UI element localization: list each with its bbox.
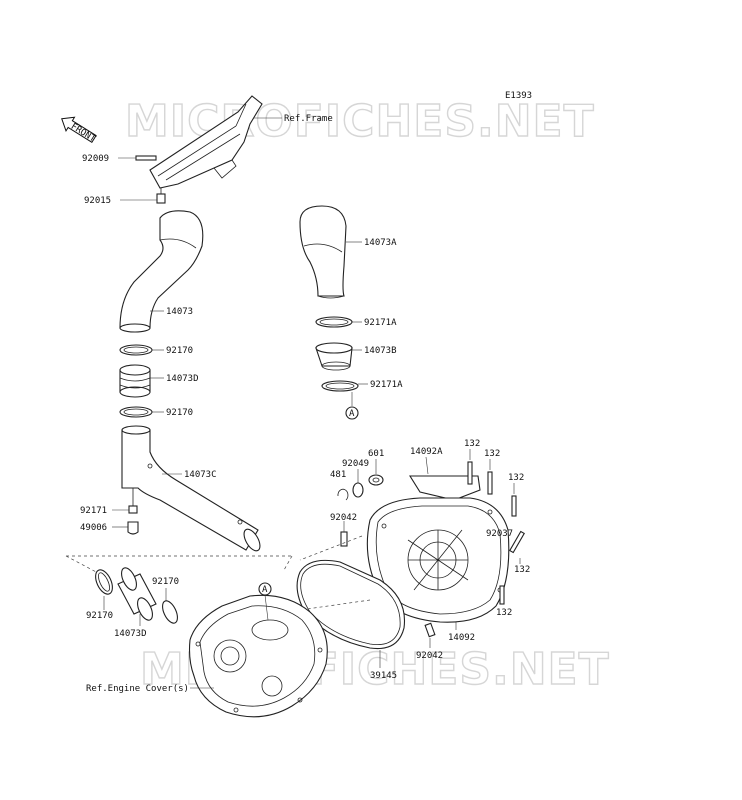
callout-a-lower-label: A <box>262 585 268 595</box>
duct-14073 <box>119 210 204 333</box>
bolt-132-e <box>499 585 505 605</box>
label-601: 601 <box>368 449 384 459</box>
clamp-92171A-upper <box>315 316 353 328</box>
bolt-132-a <box>467 461 473 485</box>
label-92171A-lower: 92171A <box>370 380 403 390</box>
callout-a-upper-label: A <box>349 409 355 419</box>
frame-bracket <box>149 95 263 189</box>
dowel-92042-lower <box>424 622 436 638</box>
bearing-601 <box>368 474 384 486</box>
watermark-top: MICROFICHES.NET <box>125 96 595 147</box>
label-92015: 92015 <box>84 196 111 206</box>
front-arrow-icon: FRONT <box>61 116 98 145</box>
clamp-92170-upper <box>119 344 153 356</box>
label-92009: 92009 <box>82 154 109 164</box>
label-132-c: 132 <box>508 473 524 483</box>
seal-92049 <box>352 482 364 498</box>
cap-49006 <box>127 521 139 535</box>
bolt-92009 <box>135 155 157 161</box>
label-92042-lower: 92042 <box>416 651 443 661</box>
coupler-14073D-lower <box>117 567 157 621</box>
label-49006: 49006 <box>80 523 107 533</box>
label-132-a: 132 <box>464 439 480 449</box>
label-ref-frame: Ref.Frame <box>284 114 333 124</box>
clamp-92171A-lower <box>321 380 359 392</box>
inlet-boot-14073A <box>299 205 347 299</box>
coupler-14073B <box>315 342 353 371</box>
label-132-d: 132 <box>514 565 530 575</box>
label-92037: 92037 <box>486 529 513 539</box>
callout-a-upper: A <box>345 406 359 420</box>
plate-14092A <box>409 475 481 501</box>
clamp-92170-left <box>95 569 113 595</box>
label-92042-upper: 92042 <box>330 513 357 523</box>
label-39145: 39145 <box>370 671 397 681</box>
label-92171: 92171 <box>80 506 107 516</box>
clamp-92170-lower <box>119 406 153 418</box>
diagram-code: E1393 <box>505 91 532 101</box>
bolt-132-c <box>511 495 517 517</box>
label-14073A: 14073A <box>364 238 397 248</box>
label-14092: 14092 <box>448 633 475 643</box>
label-481: 481 <box>330 470 346 480</box>
label-ref-engine-cover: Ref.Engine Cover(s) <box>86 684 189 694</box>
circlip-481 <box>337 488 349 501</box>
label-14073D-upper: 14073D <box>166 374 199 384</box>
stud-92037 <box>509 530 525 554</box>
label-14073C: 14073C <box>184 470 217 480</box>
callout-a-lower: A <box>258 582 272 596</box>
clamp-92170-right <box>162 600 178 624</box>
bolt-132-b <box>487 471 493 495</box>
label-14073B: 14073B <box>364 346 397 356</box>
clamp-92171 <box>128 488 138 514</box>
duct-14073C <box>121 425 261 552</box>
coupler-14073D-upper <box>119 364 151 398</box>
label-92170-right: 92170 <box>152 577 179 587</box>
label-92170-left: 92170 <box>86 611 113 621</box>
engine-cover <box>188 594 328 718</box>
front-badge-label: FRONT <box>69 122 98 145</box>
label-92049: 92049 <box>342 459 369 469</box>
label-92170-upper: 92170 <box>166 346 193 356</box>
label-14092A: 14092A <box>410 447 443 457</box>
label-14073: 14073 <box>166 307 193 317</box>
label-92171A-upper: 92171A <box>364 318 397 328</box>
label-14073D-lower: 14073D <box>114 629 147 639</box>
label-132-e: 132 <box>496 608 512 618</box>
dowel-92042-upper <box>340 531 348 547</box>
label-92170-lower: 92170 <box>166 408 193 418</box>
nut-92015 <box>156 188 166 204</box>
label-132-b: 132 <box>484 449 500 459</box>
